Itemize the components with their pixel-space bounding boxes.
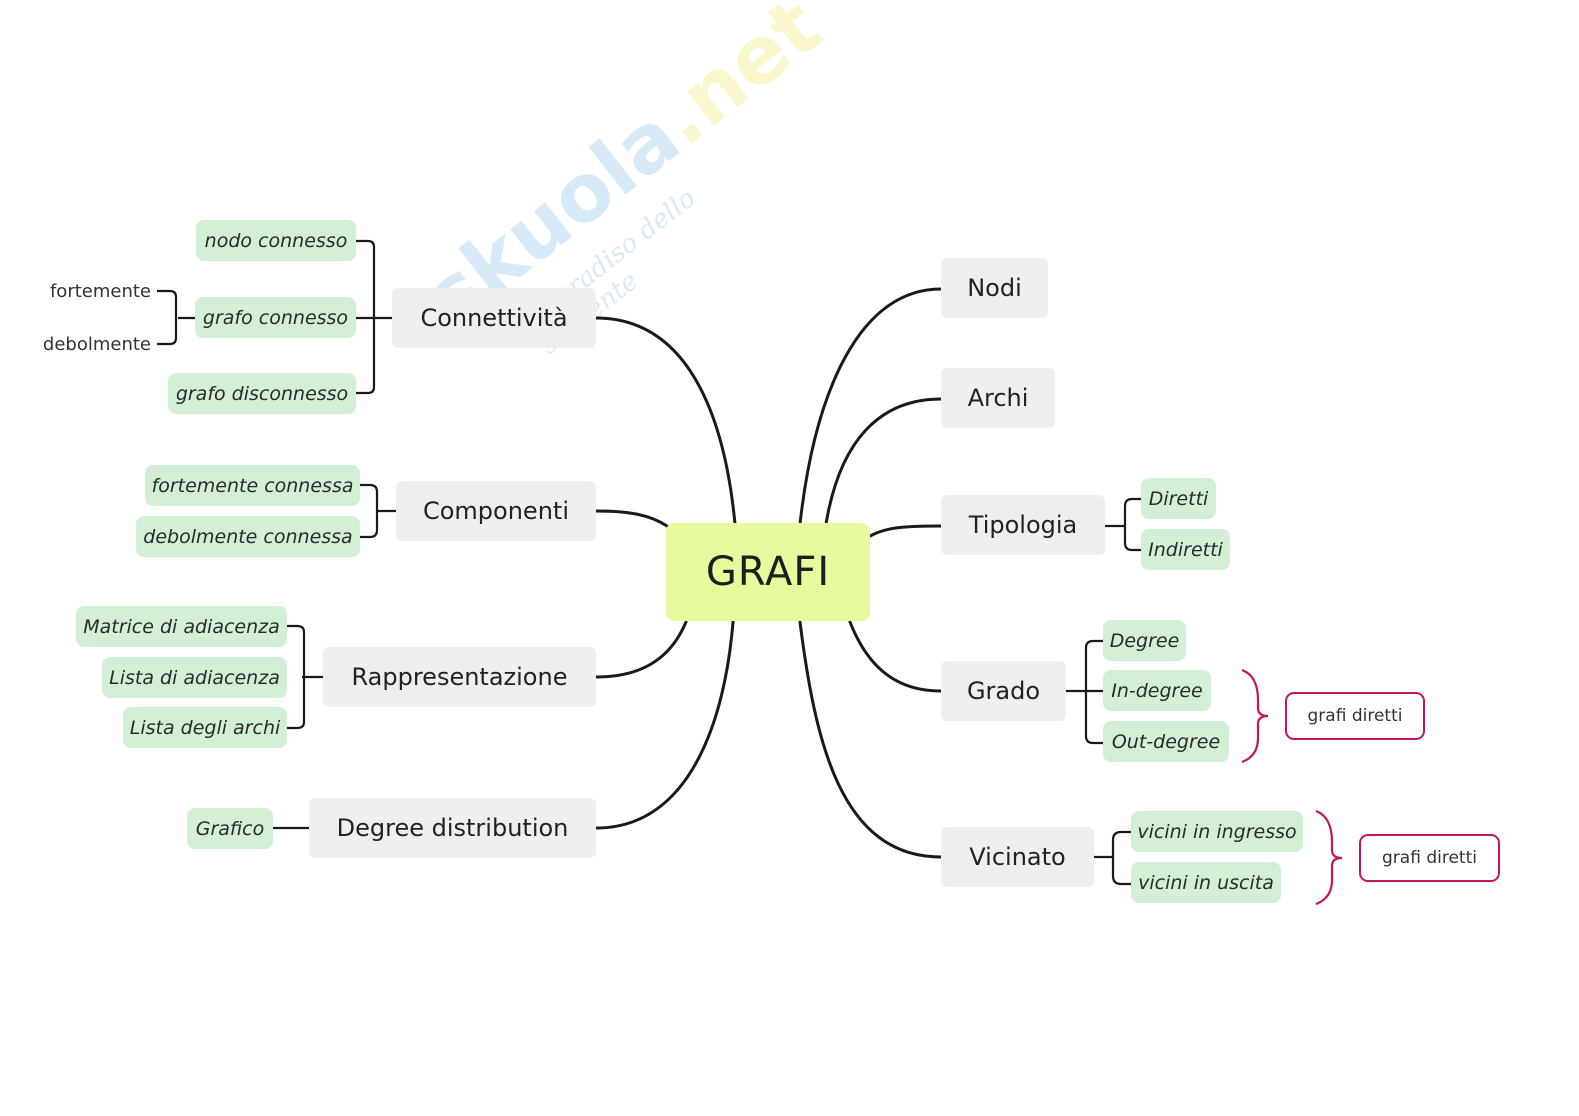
leaf-vicini-in-uscita: vicini in uscita [1131,862,1281,903]
central-topic: GRAFI [666,523,870,621]
leaf-fortemente-connessa: fortemente connessa [145,465,360,506]
leaf-debolmente-connessa: debolmente connessa [136,516,360,557]
leaf-grafo-disconnesso: grafo disconnesso [168,373,356,414]
leaf-diretti: Diretti [1141,478,1216,519]
edge-vicinato [798,620,943,859]
leaf-degree: Degree [1103,620,1186,661]
note-grado-grafi-diretti: grafi diretti [1285,692,1425,740]
leaf-nodo-connesso: nodo connesso [196,220,356,261]
leaf-vicini-in-ingresso: vicini in ingresso [1131,811,1303,852]
branch-degree-distribution: Degree distribution [309,798,596,858]
brace-grado-note [1241,668,1269,764]
leaf-lista-di-adiacenza: Lista di adiacenza [102,657,287,698]
bracket-connettivita [356,239,376,395]
branch-archi: Archi [941,368,1055,428]
bracket-grafo-connesso [157,289,178,346]
bracket-vicinato [1111,830,1131,886]
sub-fortemente: fortemente [49,280,151,302]
leaf-lista-degli-archi: Lista degli archi [123,707,287,748]
bracket-rappresentazione [287,624,306,730]
bracket-componenti [360,483,379,539]
bracket-tipologia [1123,497,1141,552]
branch-rappresentazione: Rappresentazione [323,647,596,707]
edge-componenti [594,509,669,528]
branch-grado: Grado [941,661,1066,721]
edge-grado [848,620,943,693]
branch-vicinato: Vicinato [941,827,1094,887]
leaf-indiretti: Indiretti [1141,529,1230,570]
edge-degree-distribution [594,620,735,830]
edge-nodi [798,287,943,526]
edge-rappresentazione [594,620,688,679]
edge-tipologia [868,524,943,538]
leaf-matrice-di-adiacenza: Matrice di adiacenza [76,606,287,647]
branch-componenti: Componenti [396,481,596,541]
leaf-grafico: Grafico [187,808,273,849]
edge-connettivita [594,316,737,526]
sub-debolmente: debolmente [42,333,151,355]
branch-nodi: Nodi [941,258,1048,318]
note-vicinato-grafi-diretti: grafi diretti [1359,834,1500,882]
leaf-grafo-connesso: grafo connesso [195,297,356,338]
leaf-out-degree: Out-degree [1103,721,1229,762]
brace-vicinato-note [1315,809,1343,906]
branch-tipologia: Tipologia [941,495,1105,555]
edge-archi [824,397,943,526]
branch-connettivita: Connettività [392,288,596,348]
leaf-in-degree: In-degree [1103,670,1211,711]
